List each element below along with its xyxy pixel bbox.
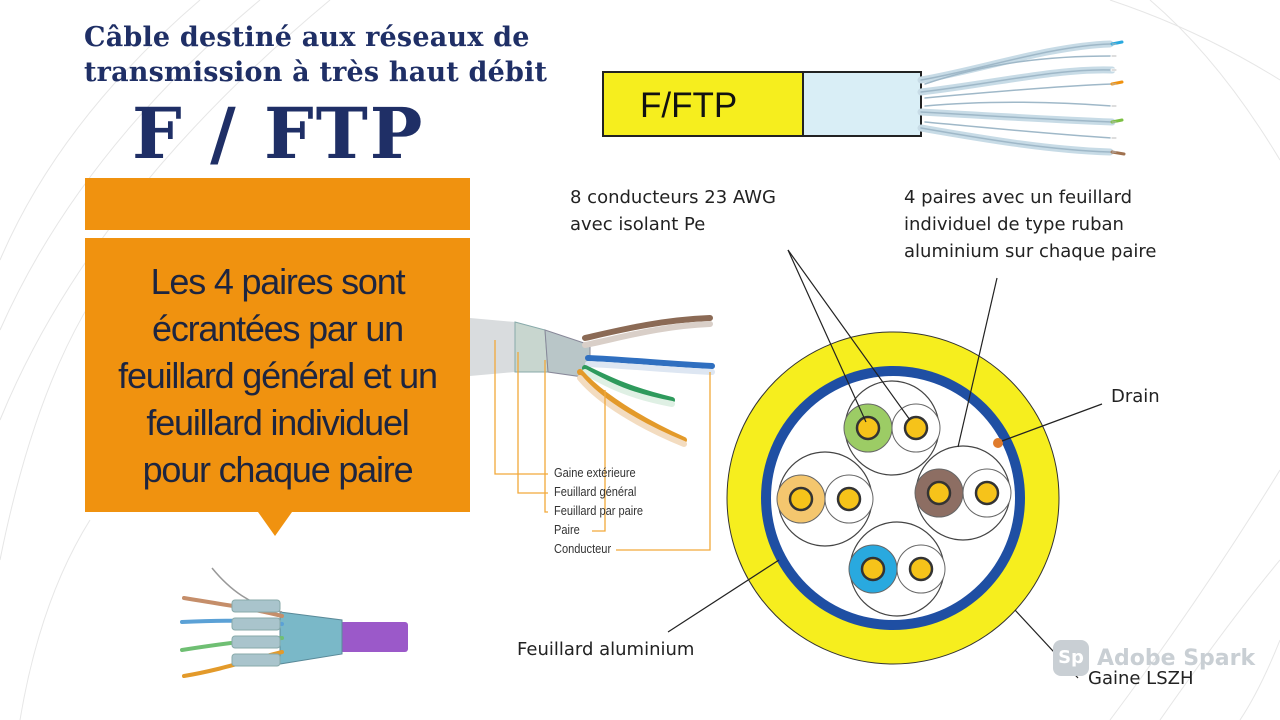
leader-drain: [1001, 403, 1103, 442]
annotation-line: aluminium sur chaque paire: [904, 241, 1157, 262]
photo-label-outer-jacket: Gaine extérieure: [554, 465, 636, 480]
photo-label-pair-foil: Feuillard par paire: [554, 503, 644, 518]
pair-orange: [776, 451, 874, 547]
leader-foil: [667, 559, 780, 633]
cable-interior: [771, 376, 1015, 620]
callout-box: Les 4 paires sont écrantées par un feuil…: [85, 238, 470, 512]
cable-side-view: [602, 40, 1126, 156]
annotation-line: individuel de type ruban: [904, 214, 1124, 235]
cable-foil-band: [802, 71, 922, 137]
annotation-jacket: Gaine LSZH: [1088, 668, 1194, 689]
annotation-foil: Feuillard aluminium: [517, 639, 695, 660]
title-line-1: Câble destiné aux réseaux de: [84, 22, 530, 53]
annotation-conductors: 8 conducteurs 23 AWG avec isolant Pe: [570, 184, 776, 238]
orange-bar: [85, 178, 470, 230]
leader-pair-foil: [957, 277, 998, 448]
adobe-spark-logo-icon: Sp: [1053, 640, 1089, 676]
callout-line: pour chaque paire: [142, 449, 414, 490]
leader-conductor-b: [787, 249, 911, 421]
main-title: F / FTP: [132, 92, 425, 175]
callout-tail: [258, 512, 292, 536]
pair-brown: [914, 445, 1012, 541]
leader-conductor-a: [787, 249, 867, 423]
photo-purple-cable: [180, 567, 408, 678]
title-line-2: transmission à très haut débit: [84, 57, 548, 88]
photo-label-conductor: Conducteur: [554, 541, 612, 556]
callout-line: feuillard individuel: [146, 402, 409, 443]
annotation-line: 4 paires avec un feuillard: [904, 187, 1133, 208]
callout-line: feuillard général et un: [118, 355, 438, 396]
cable-cross-section: [667, 249, 1103, 679]
callout-line: Les 4 paires sont: [150, 261, 406, 302]
annotation-line: 8 conducteurs 23 AWG: [570, 187, 776, 208]
callout-line: écrantées par un: [152, 308, 404, 349]
photo-label-pair: Paire: [554, 522, 580, 537]
cable-jacket-band: [602, 71, 804, 137]
annotation-line: avec isolant Pe: [570, 214, 706, 235]
annotation-drain: Drain: [1111, 386, 1160, 407]
pair-green: [843, 380, 941, 476]
photo-label-general-foil: Feuillard général: [554, 484, 637, 499]
callout-text: Les 4 paires sont écrantées par un feuil…: [85, 258, 470, 493]
pair-blue: [848, 521, 946, 617]
watermark-text: Adobe Spark: [1097, 646, 1256, 671]
cable-label: F/FTP: [640, 86, 738, 125]
annotation-pairs: 4 paires avec un feuillard individuel de…: [904, 184, 1156, 265]
photo-stripped-cable: [470, 315, 715, 551]
drain-wire: [993, 438, 1003, 448]
adobe-spark-watermark: Sp Adobe Spark: [1053, 640, 1255, 680]
